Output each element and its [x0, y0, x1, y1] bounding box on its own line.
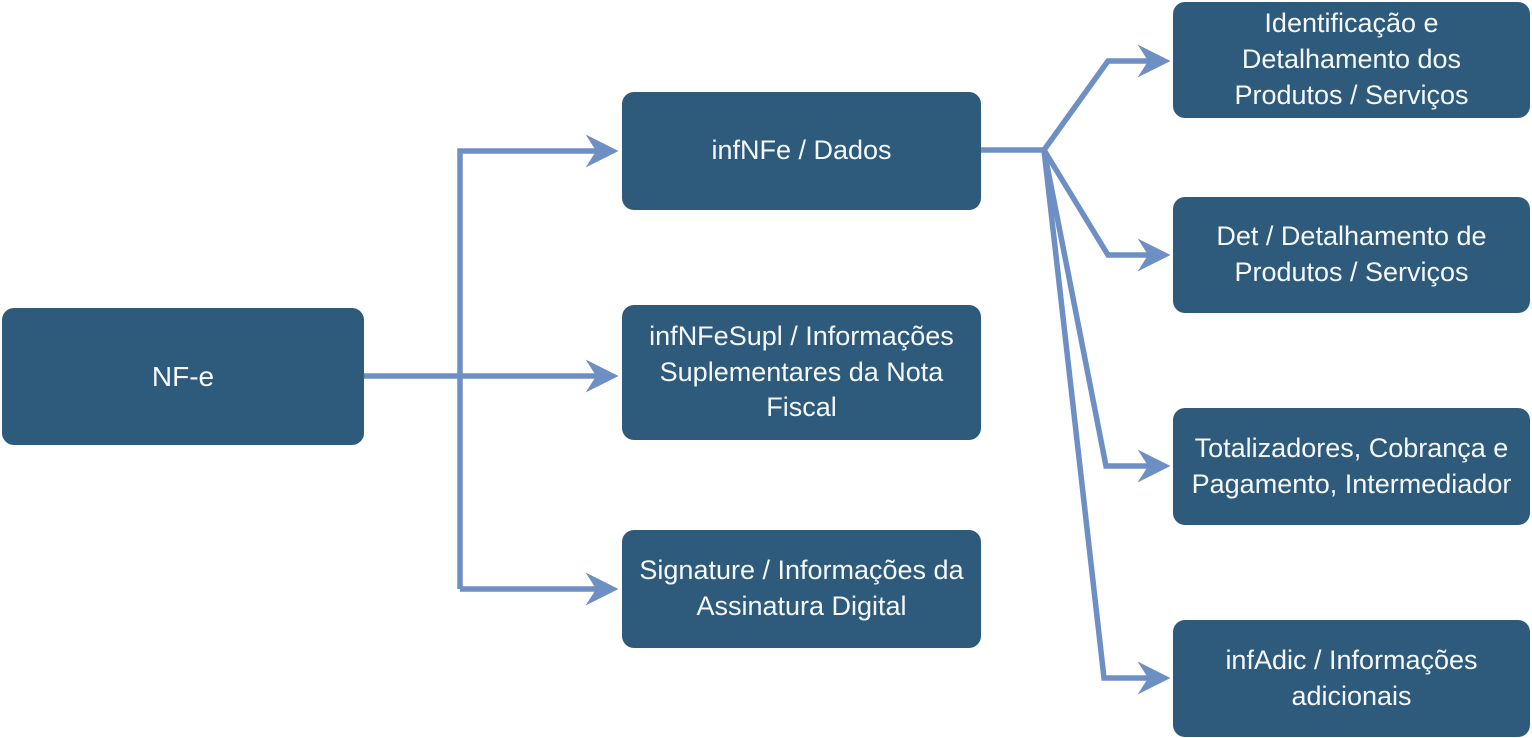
node-signature: Signature / Informações da Assinatura Di…: [622, 530, 981, 648]
node-infnfesupl: infNFeSupl / Informações Suplementares d…: [622, 305, 981, 440]
node-infadic: infAdic / Informações adicionais: [1173, 620, 1530, 737]
connector-nfe-to-infnfe: [457, 134, 619, 589]
connector-infnfe-to-totalizadores: [1041, 149, 1171, 483]
node-totalizadores: Totalizadores, Cobrança e Pagamento, Int…: [1173, 408, 1530, 525]
connector-infnfe-to-det: [1041, 148, 1171, 272]
connector-infnfe-to-infadic: [1041, 149, 1171, 695]
node-nfe: NF-e: [2, 308, 364, 445]
node-infnfe-dados: infNFe / Dados: [622, 92, 981, 210]
node-det: Det / Detalhamento de Produtos / Serviço…: [1173, 197, 1530, 313]
connector-infnfe-to-identificacao: [1041, 44, 1171, 152]
node-identificacao: Identificação e Detalhamento dos Produto…: [1173, 2, 1530, 118]
